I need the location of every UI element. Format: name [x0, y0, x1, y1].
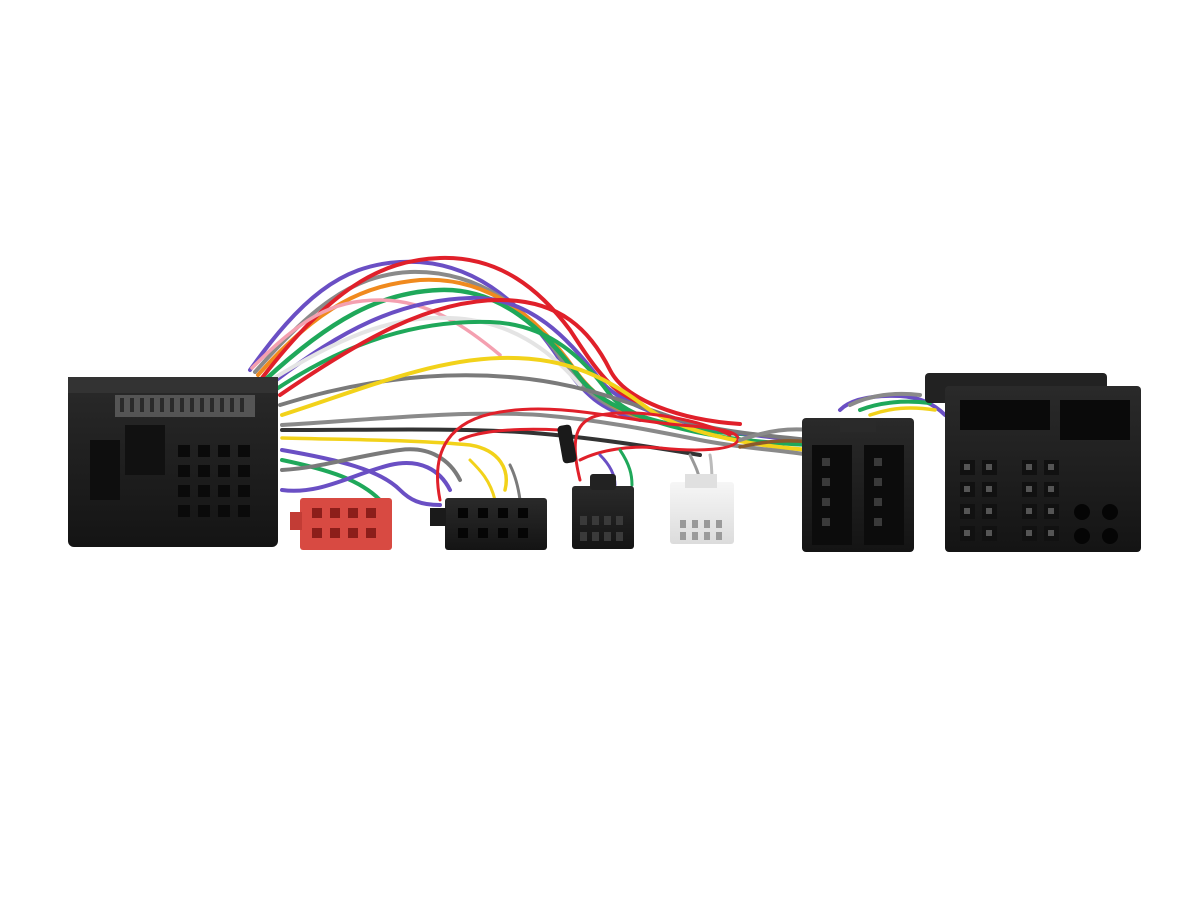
quadlock-female-connector — [68, 377, 278, 547]
wire-red — [436, 407, 740, 502]
iso-mini-red-connector — [290, 498, 392, 550]
wire-yellow — [868, 406, 937, 417]
wire-yellow — [468, 458, 497, 502]
wire-grey — [253, 269, 682, 427]
wire-green — [618, 448, 634, 487]
wire-grey — [848, 391, 922, 407]
small-black-plug — [572, 474, 634, 549]
wire-red — [573, 411, 732, 482]
wire-purple — [280, 448, 442, 507]
wire-red — [458, 427, 562, 442]
wire-grey — [280, 447, 462, 482]
wire-green — [273, 319, 812, 447]
wire-yellow — [280, 355, 812, 452]
wire-grey — [508, 463, 522, 502]
wire-bundle — [248, 255, 1064, 507]
wire-yellow — [280, 436, 508, 492]
small-white-plug — [670, 474, 734, 544]
wire-green — [280, 458, 382, 502]
wire-green — [858, 399, 932, 412]
wire-red — [260, 255, 652, 412]
iso-mini-black-connector — [430, 498, 547, 550]
cable-tie — [557, 424, 577, 464]
quadlock-male-connector — [925, 373, 1141, 552]
iso-male-power-speaker-connector — [802, 418, 914, 552]
wire-black — [280, 427, 702, 457]
wire-red — [278, 297, 742, 426]
wire-white — [266, 315, 582, 387]
wire-red — [578, 445, 662, 462]
wire-pink — [250, 298, 502, 370]
